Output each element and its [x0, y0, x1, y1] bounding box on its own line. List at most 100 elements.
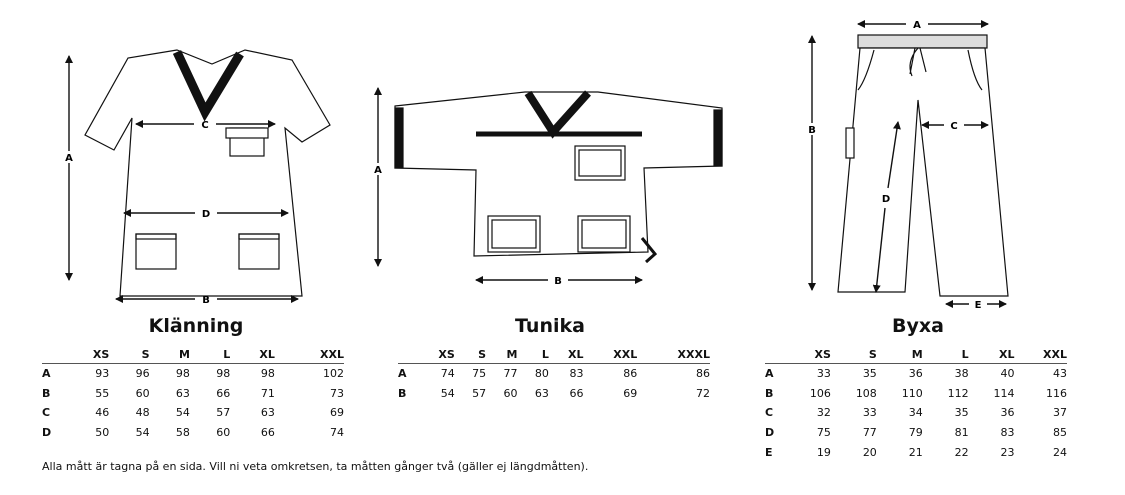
table-cell: 58 [175, 426, 190, 440]
table-cell: 23 [1000, 445, 1015, 459]
size-col-header: L [922, 345, 969, 364]
table-cell: 71 [260, 386, 275, 400]
size-col-header: L [517, 345, 549, 364]
table-cell: 98 [175, 367, 190, 381]
pants-label-c: C [950, 121, 957, 132]
table-cell: 75 [816, 426, 831, 440]
table-cell: 46 [95, 406, 110, 420]
table-cell: 86 [696, 367, 710, 381]
table-cell: 54 [175, 406, 190, 420]
row-label: B [398, 386, 407, 400]
table-header-row: XS S M L XL XXL [765, 345, 1067, 364]
table-cell: 83 [1000, 426, 1015, 440]
size-col-header: XXL [274, 345, 344, 364]
table-cell: 83 [569, 367, 584, 381]
table-row: C 46 48 54 57 63 69 [42, 403, 344, 423]
size-col-header: XXL [583, 345, 638, 364]
tunic-diagram [374, 87, 723, 284]
table-cell: 63 [175, 386, 190, 400]
dress-title: Klänning [148, 315, 244, 337]
row-label: C [765, 406, 774, 420]
tunic-size-table: XS S M L XL XXL XXXL A 74 75 77 80 83 86… [398, 345, 710, 403]
table-cell: 24 [1053, 445, 1067, 459]
table-row: C 32 33 34 35 36 37 [765, 403, 1067, 423]
table-row: A 74 75 77 80 83 86 86 [398, 364, 710, 384]
table-cell: 98 [260, 367, 275, 381]
table-cell: 54 [440, 386, 455, 400]
table-cell: 57 [216, 406, 231, 420]
table-cell: 60 [216, 426, 231, 440]
dress-label-a-bg [62, 151, 76, 163]
pants-diagram [808, 20, 1009, 308]
table-cell: 33 [862, 406, 877, 420]
table-row: D 75 77 79 81 83 85 [765, 423, 1067, 443]
table-cell: 48 [135, 406, 150, 420]
table-cell: 74 [330, 426, 344, 440]
pants-size-table: XS S M L XL XXL A 33 35 36 38 40 43 B 10… [765, 345, 1067, 462]
size-col-header: M [876, 345, 923, 364]
row-label: B [765, 386, 774, 400]
size-col-header: M [149, 345, 190, 364]
row-label: A [765, 367, 774, 381]
tunic-label-a-bg [371, 163, 385, 175]
table-cell: 79 [908, 426, 923, 440]
size-col-header: XL [230, 345, 275, 364]
table-cell: 96 [135, 367, 150, 381]
table-cell: 60 [503, 386, 518, 400]
row-label: D [42, 426, 52, 440]
table-cell: 77 [862, 426, 877, 440]
table-cell: 35 [862, 367, 877, 381]
table-row: A 33 35 36 38 40 43 [765, 364, 1067, 384]
pants-title: Byxa [892, 315, 944, 337]
table-cell: 110 [901, 386, 923, 400]
table-cell: 98 [216, 367, 231, 381]
size-col-header: XXL [1014, 345, 1067, 364]
table-cell: 50 [95, 426, 110, 440]
table-cell: 85 [1053, 426, 1067, 440]
table-cell: 63 [260, 406, 275, 420]
table-cell: 55 [95, 386, 110, 400]
dress-label-c: C [201, 120, 208, 131]
measurement-footnote: Alla mått är tagna på en sida. Vill ni v… [42, 460, 589, 473]
size-col-header: XXXL [637, 345, 710, 364]
pants-label-b: B [808, 125, 816, 136]
corner-cell [765, 345, 785, 364]
table-cell: 66 [216, 386, 231, 400]
size-col-header: XS [785, 345, 831, 364]
dress-label-d: D [202, 209, 210, 220]
size-col-header: M [486, 345, 518, 364]
garment-diagrams: A C D B A B [62, 20, 1009, 310]
table-cell: 106 [809, 386, 831, 400]
dress-label-b: B [202, 295, 210, 306]
dress-diagram [65, 49, 331, 303]
size-col-header: XS [418, 345, 455, 364]
corner-cell [42, 345, 62, 364]
table-row: A 93 96 98 98 98 102 [42, 364, 344, 384]
table-cell: 80 [534, 367, 549, 381]
table-cell: 32 [816, 406, 831, 420]
row-label: A [42, 367, 51, 381]
table-row: D 50 54 58 60 66 74 [42, 423, 344, 443]
tunic-label-b: B [554, 276, 562, 287]
table-cell: 86 [623, 367, 638, 381]
table-cell: 40 [1000, 367, 1015, 381]
dress-size-table: XS S M L XL XXL A 93 96 98 98 98 102 B 5… [42, 345, 344, 442]
table-cell: 33 [816, 367, 831, 381]
row-label: C [42, 406, 51, 420]
size-col-header: S [109, 345, 150, 364]
table-cell: 69 [623, 386, 638, 400]
table-cell: 74 [440, 367, 455, 381]
pants-label-a: A [913, 20, 921, 31]
row-label: A [398, 367, 407, 381]
table-cell: 35 [954, 406, 969, 420]
table-cell: 22 [954, 445, 969, 459]
dress-label-a: A [65, 153, 73, 164]
table-cell: 81 [954, 426, 969, 440]
pants-label-b-bg [805, 123, 819, 135]
table-cell: 36 [908, 367, 923, 381]
table-cell: 57 [472, 386, 487, 400]
table-cell: 116 [1046, 386, 1067, 400]
table-row: B 54 57 60 63 66 69 72 [398, 384, 710, 404]
size-col-header: XS [62, 345, 110, 364]
corner-cell [398, 345, 418, 364]
